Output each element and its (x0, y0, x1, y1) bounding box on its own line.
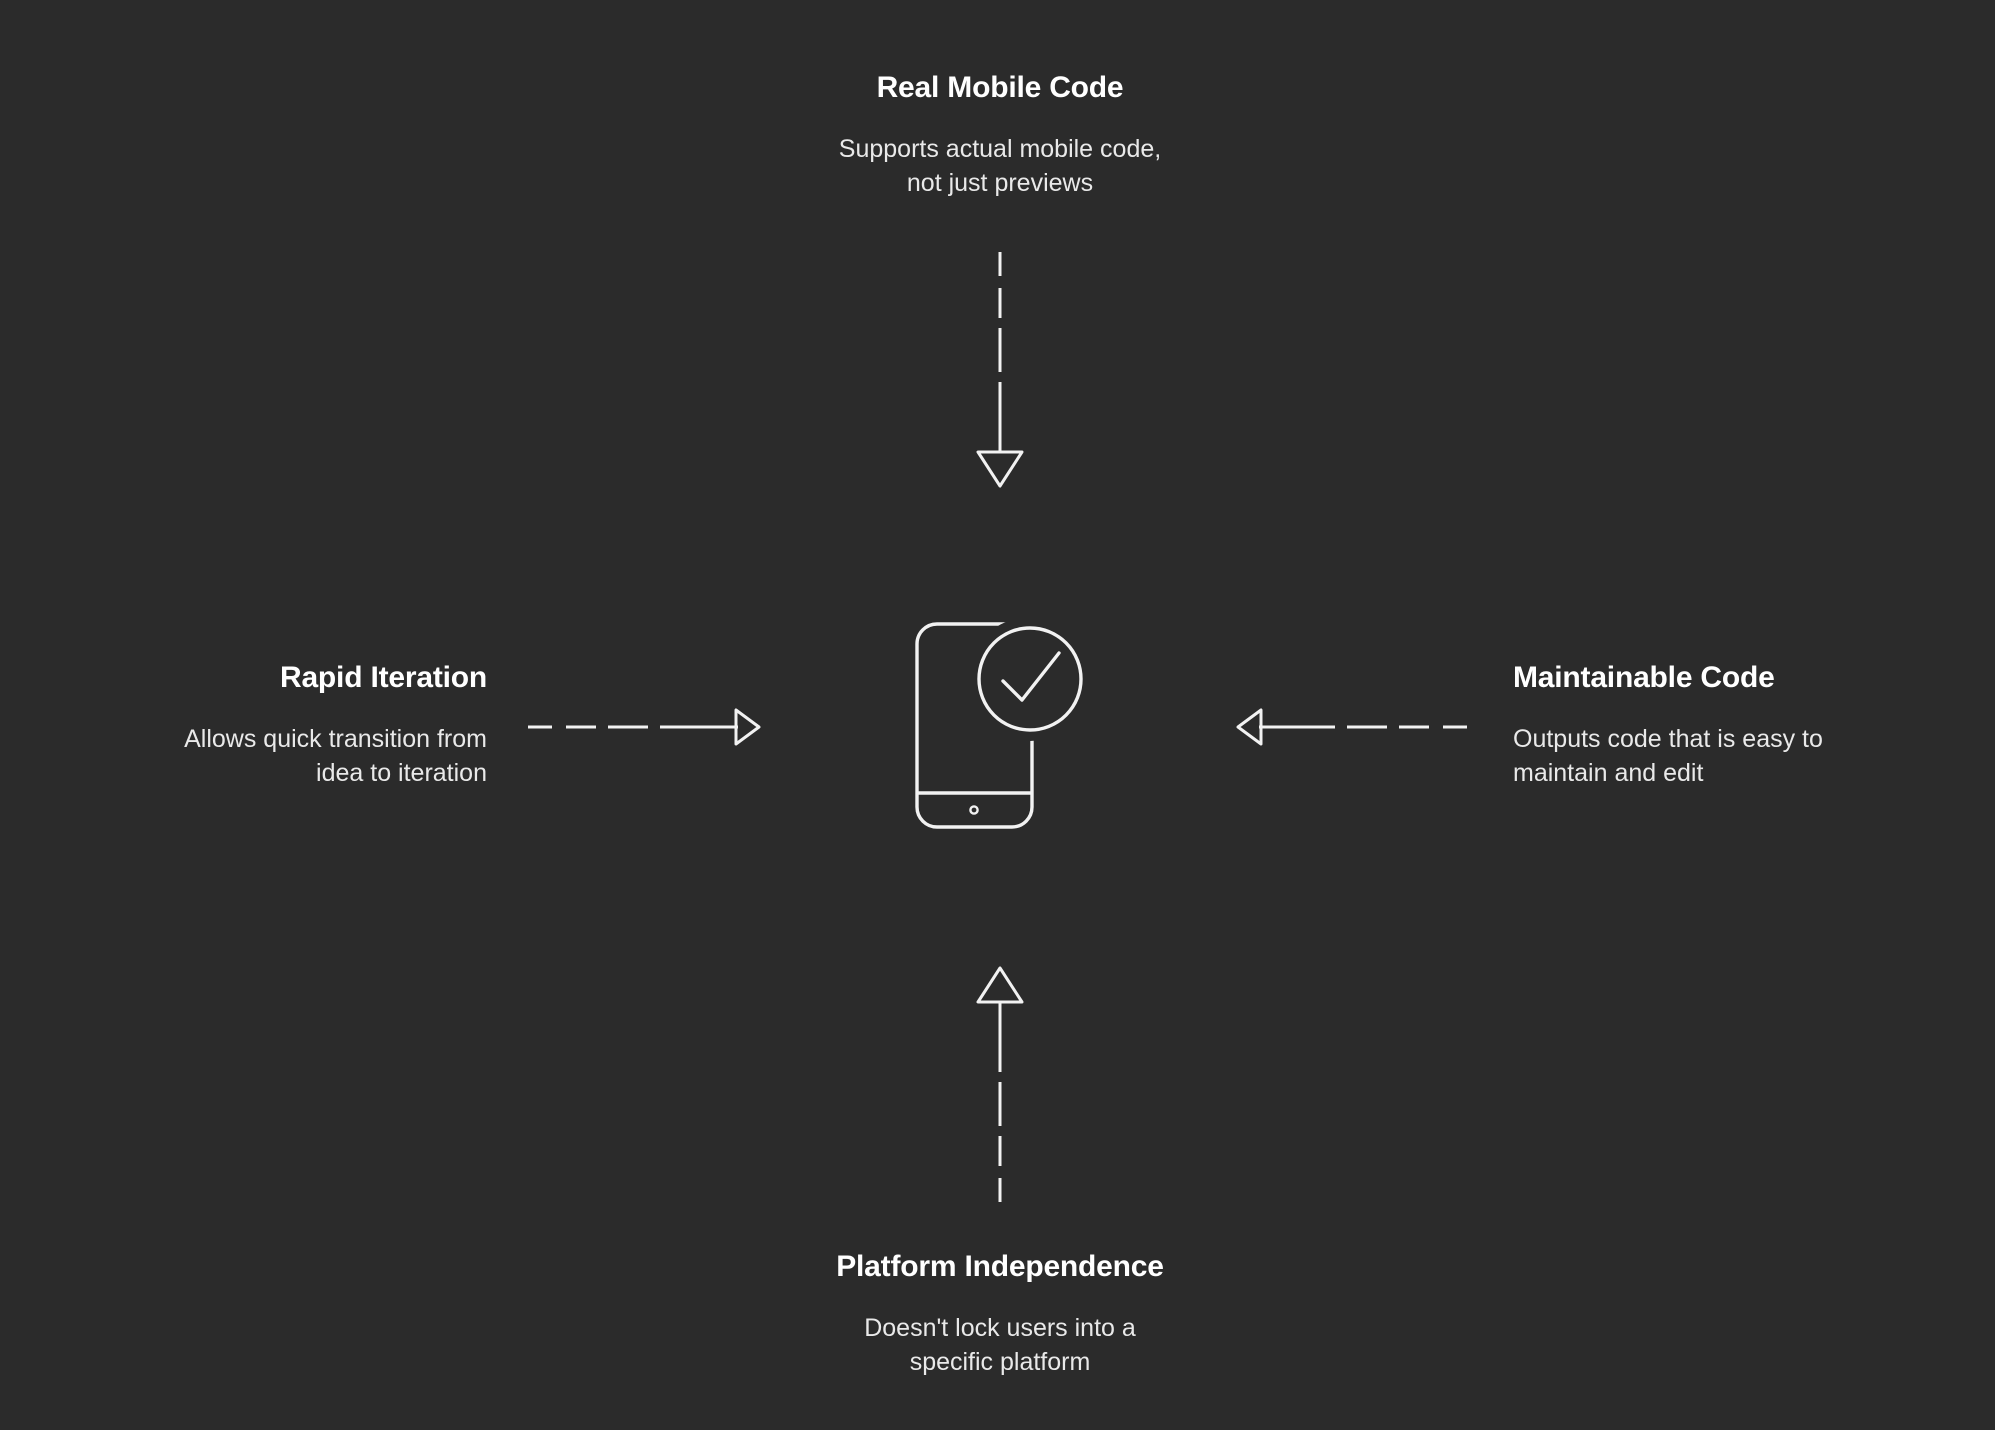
node-top-description-line: not just previews (906, 169, 1094, 197)
node-right-title: Maintainable Code (1513, 661, 1775, 694)
check-circle-outline (977, 626, 1083, 732)
arrowhead-down-icon (976, 450, 1024, 488)
node-bottom-description: Doesn't lock users into a specific platf… (600, 1311, 1400, 1379)
phone-body-outline (915, 622, 1034, 829)
arrow-top-to-center (976, 252, 1024, 488)
arrow-left-to-center (528, 708, 761, 746)
node-left-title: Rapid Iteration (279, 661, 487, 694)
arrowhead-up-icon (976, 966, 1024, 1004)
arrow-right-to-center (1236, 708, 1467, 746)
node-left-description-line: Allows quick transition from (184, 725, 487, 753)
arrowhead-left-icon (1236, 708, 1263, 746)
node-left-description-line: idea to iteration (316, 759, 487, 787)
node-left: Rapid Iteration Allows quick transition … (47, 660, 487, 790)
node-right-description-line: Outputs code that is easy to (1513, 725, 1823, 753)
mobile-check-icon (915, 622, 1083, 829)
node-right: Maintainable Code Outputs code that is e… (1513, 660, 1953, 790)
arrowhead-right-icon (734, 708, 761, 746)
node-bottom: Platform Independence Doesn't lock users… (600, 1249, 1400, 1379)
node-left-description: Allows quick transition from idea to ite… (47, 722, 487, 790)
node-top-description-line: Supports actual mobile code, (838, 135, 1162, 163)
arrow-bottom-to-center (976, 966, 1024, 1202)
node-bottom-description-line: specific platform (909, 1348, 1091, 1376)
node-bottom-description-line: Doesn't lock users into a (864, 1314, 1136, 1342)
node-bottom-title: Platform Independence (836, 1250, 1164, 1283)
node-right-description: Outputs code that is easy to maintain an… (1513, 722, 1953, 790)
check-mark-icon (1001, 651, 1061, 702)
node-right-description-line: maintain and edit (1513, 759, 1704, 787)
node-top-description: Supports actual mobile code, not just pr… (600, 132, 1400, 200)
node-top-title: Real Mobile Code (876, 71, 1124, 104)
node-top: Real Mobile Code Supports actual mobile … (600, 70, 1400, 200)
phone-home-button (969, 805, 979, 815)
